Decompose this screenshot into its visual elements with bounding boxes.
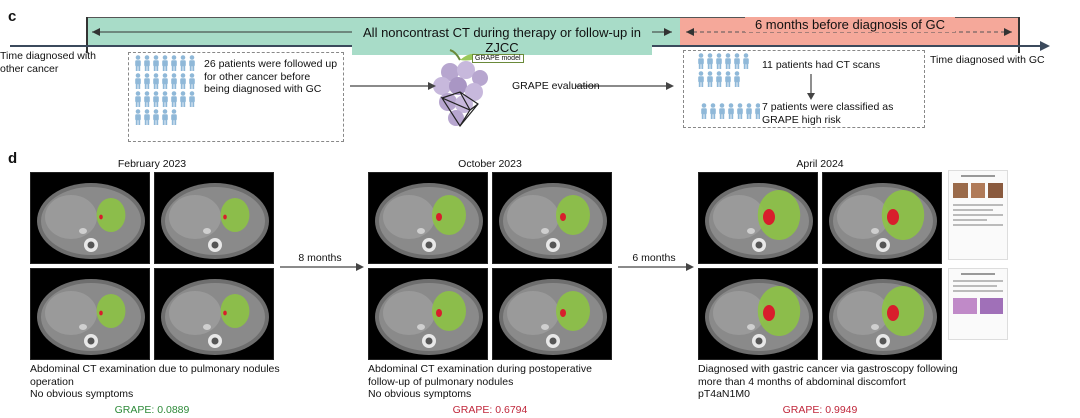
- ct-slice: [30, 268, 150, 360]
- grape-score-tp2: GRAPE: 0.6794: [452, 404, 528, 416]
- grape-score-tp3: GRAPE: 0.9949: [782, 404, 858, 416]
- interval-label-1: 8 months: [298, 252, 342, 264]
- timeline-start-tick: [86, 17, 88, 53]
- bar-green-text: All noncontrast CT during therapy or fol…: [352, 25, 652, 55]
- interval-label-2: 6 months: [632, 252, 676, 264]
- ct-grid-tp2: [368, 172, 612, 360]
- high-risk-text: 7 patients were classified as GRAPE high…: [762, 101, 894, 126]
- ct-slice: [822, 268, 942, 360]
- ct-slice: [492, 268, 612, 360]
- date-tp1: February 2023: [117, 158, 187, 170]
- results-box: [683, 50, 925, 128]
- ct-slice: [154, 268, 274, 360]
- grape-score-tp1: GRAPE: 0.0889: [114, 404, 190, 416]
- ct-slice: [30, 172, 150, 264]
- ct-grid-tp1: [30, 172, 274, 360]
- interval-arrow-1: [280, 263, 364, 271]
- caption-tp1: Abdominal CT examination due to pulmonar…: [30, 363, 280, 400]
- patient-icons-7: [701, 103, 760, 119]
- ct-slice: [492, 172, 612, 264]
- left-endpoint-label: Time diagnosed with other cancer: [0, 50, 96, 75]
- ct-slice: [368, 268, 488, 360]
- grape-evaluation-label: GRAPE evaluation: [512, 80, 600, 92]
- ct-slice: [698, 172, 818, 264]
- cohort-box: [128, 52, 344, 142]
- date-tp2: October 2023: [458, 158, 522, 170]
- grape-model-icon: [433, 49, 488, 128]
- panel-c-arrows: [350, 82, 674, 90]
- patient-icons-26: [135, 55, 195, 125]
- interval-arrow-2: [618, 263, 694, 271]
- panel-c-label: c: [8, 8, 17, 25]
- patient-icons-11: [698, 53, 749, 87]
- ct-slice: [154, 172, 274, 264]
- ct-grid-tp3: [698, 172, 942, 360]
- right-endpoint-label: Time diagnosed with GC: [930, 54, 1045, 66]
- pathology-report-thumbnail: [948, 268, 1008, 340]
- caption-tp3: Diagnosed with gastric cancer via gastro…: [698, 363, 958, 400]
- ct-scans-text: 11 patients had CT scans: [762, 59, 881, 71]
- ct-slice: [368, 172, 488, 264]
- gastroscopy-report-thumbnail: [948, 170, 1008, 260]
- results-down-arrow: [807, 74, 815, 100]
- timeline-end-tick: [1018, 17, 1020, 53]
- panel-d-label: d: [8, 150, 18, 167]
- bar-red-text: 6 months before diagnosis of GC: [745, 17, 955, 32]
- ct-slice: [822, 172, 942, 264]
- date-tp3: April 2024: [796, 158, 844, 170]
- grape-model-tag: GRAPE model: [472, 54, 524, 63]
- ct-slice: [698, 268, 818, 360]
- caption-tp2: Abdominal CT examination during postoper…: [368, 363, 592, 400]
- cohort-text: 26 patients were followed up for other c…: [204, 58, 338, 95]
